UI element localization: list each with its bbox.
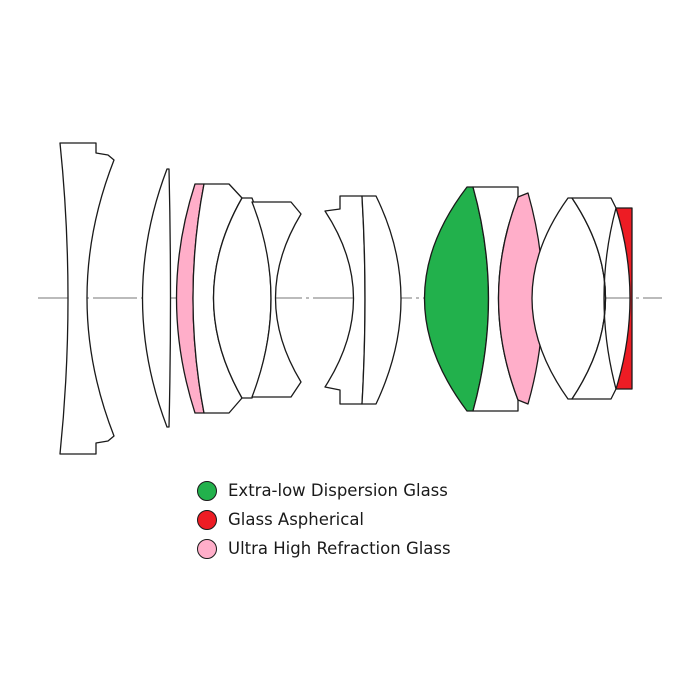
legend-item-aspherical: Glass Aspherical (197, 505, 451, 534)
legend-item-ultra-high-refraction: Ultra High Refraction Glass (197, 534, 451, 563)
lens-element-6 (251, 201, 302, 398)
legend-label: Extra-low Dispersion Glass (228, 481, 448, 500)
legend-item-extra-low-dispersion: Extra-low Dispersion Glass (197, 476, 451, 505)
legend-label: Ultra High Refraction Glass (228, 539, 451, 558)
lens-element-11 (497, 192, 544, 405)
legend-label: Glass Aspherical (228, 510, 365, 529)
legend: Extra-low Dispersion Glass Glass Aspheri… (197, 476, 451, 563)
lens-element-8 (361, 195, 402, 405)
lens-element-9 (423, 186, 490, 412)
extra-low-dispersion-swatch (197, 480, 217, 501)
lens-element-1 (59, 142, 115, 455)
lens-element-14 (615, 207, 633, 390)
ultra-high-refraction-swatch (197, 538, 217, 559)
lens-element-7 (324, 195, 366, 405)
aspherical-swatch (197, 509, 217, 530)
lens-element-13 (571, 197, 617, 400)
lens-element-2 (141, 168, 172, 428)
